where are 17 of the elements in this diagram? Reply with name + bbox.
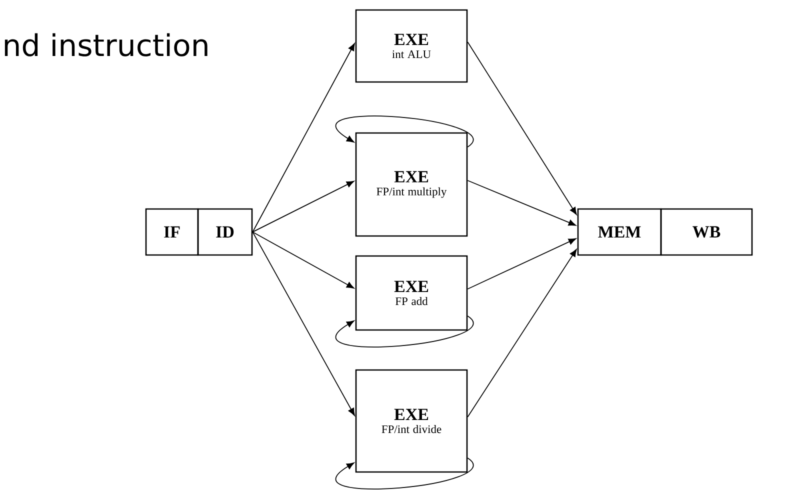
arrow (467, 238, 576, 290)
arrow (252, 232, 354, 289)
arrow (467, 249, 577, 418)
arrow (467, 180, 576, 226)
arrow (252, 43, 355, 232)
execution-unit-box: EXE FP add (355, 255, 468, 331)
execution-unit-box: EXE FP/int divide (355, 369, 468, 473)
stage-box: MEM (577, 208, 662, 256)
execution-unit-box: EXE int ALU (355, 9, 468, 83)
arrow (467, 42, 577, 215)
execution-unit-box: EXE FP/int multiply (355, 132, 468, 237)
stage-box: IF (145, 208, 199, 256)
stage-box: WB (660, 208, 753, 256)
arrow (252, 180, 354, 232)
stage-box: ID (197, 208, 253, 256)
heading-text: nd instruction (4, 33, 208, 56)
arrow (252, 232, 355, 416)
